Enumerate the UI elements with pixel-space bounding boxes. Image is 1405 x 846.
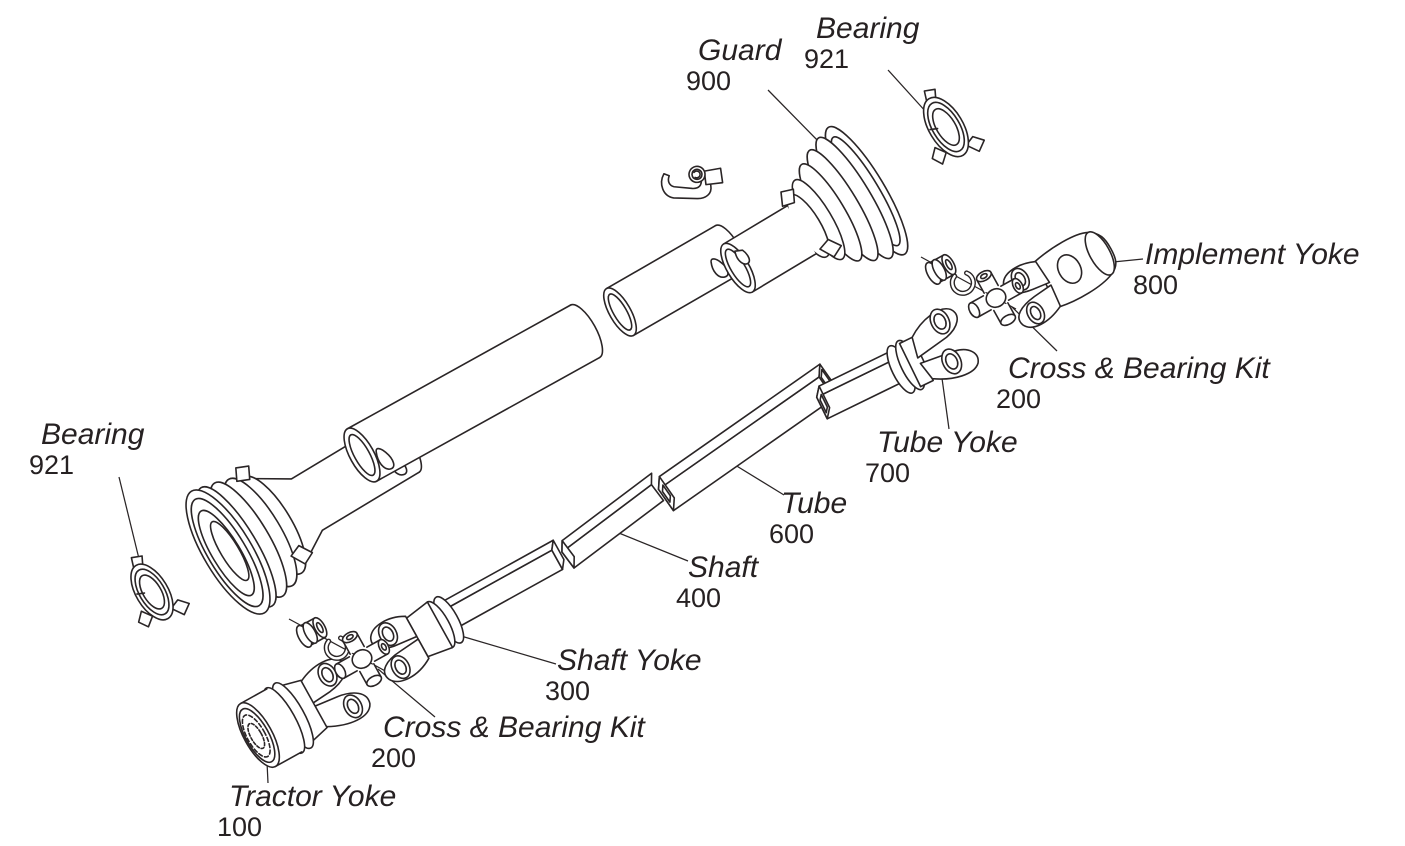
label-implement-yoke: Implement Yoke 800 bbox=[1133, 240, 1360, 299]
part-name-tube: Tube bbox=[781, 487, 848, 520]
guard-cone-right bbox=[719, 125, 909, 294]
label-cross-bearing-kit-upper: Cross & Bearing Kit 200 bbox=[996, 354, 1270, 413]
snap-ring-upper bbox=[949, 270, 976, 296]
label-tube-yoke: Tube Yoke 700 bbox=[865, 428, 1018, 487]
label-guard: Guard 900 bbox=[686, 36, 781, 95]
guard-tube-long bbox=[343, 303, 604, 483]
leader-shaft-yoke bbox=[460, 635, 557, 665]
part-name-bearing-top: Bearing bbox=[816, 12, 920, 45]
part-number-implement-yoke: 800 bbox=[1133, 270, 1179, 300]
bearing-cup-lower bbox=[295, 616, 328, 648]
part-number-guard: 900 bbox=[686, 66, 732, 96]
shaft-drawing bbox=[561, 472, 665, 569]
label-shaft: Shaft 400 bbox=[676, 553, 758, 612]
part-number-tube-yoke: 700 bbox=[865, 458, 911, 488]
shaft-yoke-drawing bbox=[369, 539, 565, 683]
part-number-tube: 600 bbox=[769, 519, 815, 549]
part-name-cross-bearing-kit-upper: Cross & Bearing Kit bbox=[1008, 352, 1270, 385]
part-number-shaft-yoke: 300 bbox=[545, 676, 591, 706]
label-shaft-yoke: Shaft Yoke 300 bbox=[545, 646, 702, 705]
leader-guard bbox=[767, 89, 823, 146]
label-bearing-top: Bearing 921 bbox=[804, 14, 919, 73]
part-name-tube-yoke: Tube Yoke bbox=[877, 426, 1018, 459]
cross-bearing-kit-upper-drawing bbox=[924, 253, 1025, 327]
part-number-cross-bearing-kit-upper: 200 bbox=[996, 384, 1042, 414]
part-name-implement-yoke: Implement Yoke bbox=[1145, 238, 1360, 271]
part-number-shaft: 400 bbox=[676, 583, 722, 613]
bearing-ring-left bbox=[130, 555, 191, 628]
part-number-tractor-yoke: 100 bbox=[217, 812, 263, 842]
guard-restraint-clip bbox=[660, 165, 724, 200]
bearing-cup-upper bbox=[924, 253, 957, 285]
label-bearing-left: Bearing 921 bbox=[29, 420, 144, 479]
label-tractor-yoke: Tractor Yoke 100 bbox=[217, 782, 396, 841]
part-name-bearing-left: Bearing bbox=[41, 418, 145, 451]
cross-journal-upper bbox=[967, 269, 1025, 327]
label-tube: Tube 600 bbox=[769, 489, 847, 548]
part-number-bearing-left: 921 bbox=[29, 450, 75, 480]
part-name-tractor-yoke: Tractor Yoke bbox=[229, 780, 397, 813]
leader-bearing-left bbox=[118, 476, 142, 568]
part-name-guard: Guard bbox=[698, 34, 782, 67]
cross-bearing-kit-lower-drawing bbox=[295, 616, 391, 688]
tube-yoke-drawing bbox=[815, 308, 979, 420]
cross-journal-lower bbox=[333, 630, 391, 688]
bearing-ring-top bbox=[922, 88, 986, 165]
part-name-shaft: Shaft bbox=[688, 551, 759, 584]
label-cross-bearing-kit-lower: Cross & Bearing Kit 200 bbox=[371, 713, 645, 772]
leader-bearing-top bbox=[887, 69, 928, 114]
part-number-cross-bearing-kit-lower: 200 bbox=[371, 743, 417, 773]
leader-tube-yoke bbox=[940, 370, 950, 430]
guard-tube-middle bbox=[602, 224, 746, 337]
part-number-bearing-top: 921 bbox=[804, 44, 850, 74]
part-name-cross-bearing-kit-lower: Cross & Bearing Kit bbox=[383, 711, 645, 744]
part-name-shaft-yoke: Shaft Yoke bbox=[557, 644, 702, 677]
